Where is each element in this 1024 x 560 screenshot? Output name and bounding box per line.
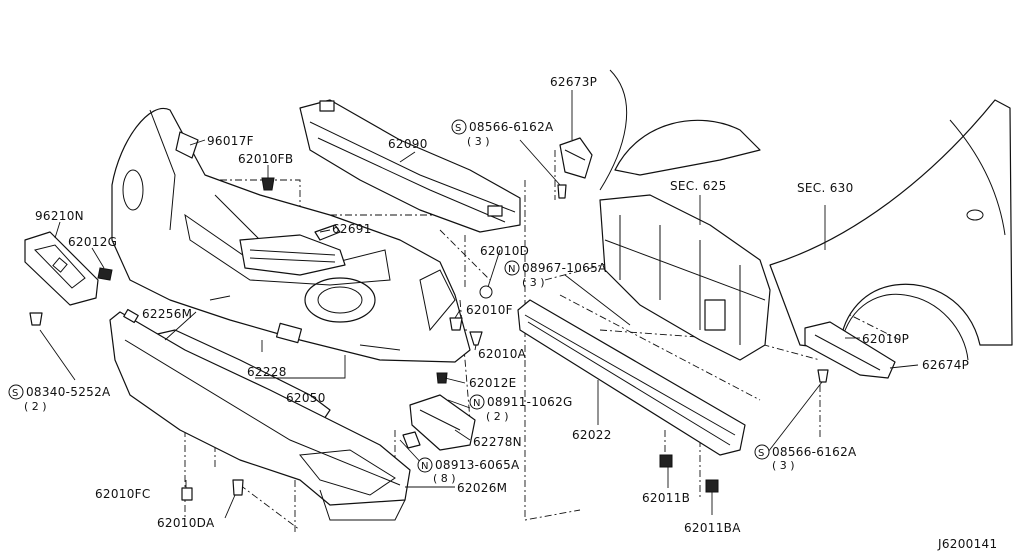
- side-bracket-lower: [804, 321, 896, 379]
- fender: [769, 99, 1013, 361]
- radiator-core-support: [599, 119, 771, 361]
- part-number: 08913-6065A: [435, 458, 520, 472]
- label-96210N: 96210N: [35, 209, 84, 223]
- label-62012G: 62012G: [68, 235, 117, 249]
- label-62010F: 62010F: [466, 303, 513, 317]
- label-62010D: 62010D: [480, 244, 529, 258]
- label-62010FC: 62010FC: [95, 487, 151, 501]
- label-62011B: 62011B: [642, 491, 690, 505]
- fastener-callout-08911: N 08911-1062G ( 2 ): [469, 394, 573, 423]
- label-62011BA: 62011BA: [684, 521, 741, 535]
- quantity: ( 2 ): [24, 400, 47, 413]
- label-62012E: 62012E: [469, 376, 517, 390]
- label-62010DA: 62010DA: [157, 516, 215, 530]
- fasteners-drawn: [29, 177, 829, 501]
- quantity: ( 3 ): [467, 135, 490, 148]
- symbol-n: N: [508, 264, 515, 275]
- leader-lines: [39, 90, 919, 519]
- grille-area: [175, 131, 346, 276]
- side-bracket-upper: [559, 69, 628, 191]
- quantity: ( 2 ): [486, 410, 509, 423]
- fastener-callout-08967: N 08967-1065A ( 3 ): [504, 260, 607, 289]
- label-62278N: 62278N: [473, 435, 522, 449]
- lower-spoiler: [109, 308, 411, 521]
- label-62010A: 62010A: [478, 347, 527, 361]
- fastener-callout-08566-top: S 08566-6162A ( 3 ): [451, 119, 554, 148]
- bumper-reinforcement: [299, 99, 521, 233]
- part-number: 08967-1065A: [522, 261, 607, 275]
- label-62090: 62090: [388, 137, 428, 151]
- license-bracket: [24, 231, 99, 306]
- part-number: 08911-1062G: [487, 395, 573, 409]
- label-62228: 62228: [247, 365, 287, 379]
- label-62673P: 62673P: [550, 75, 597, 89]
- label-62050: 62050: [286, 391, 326, 405]
- quantity: ( 3 ): [772, 459, 795, 472]
- part-number: 08566-6162A: [469, 120, 554, 134]
- fastener-callout-08566-right: S 08566-6162A ( 3 ): [754, 444, 857, 472]
- part-number: 08566-6162A: [772, 445, 857, 459]
- label-96017F: 96017F: [207, 134, 254, 148]
- label-sec-630: SEC. 630: [797, 181, 854, 195]
- fastener-callout-08340: S 08340-5252A ( 2 ): [8, 384, 111, 413]
- label-62010FB: 62010FB: [238, 152, 293, 166]
- fastener-callout-08913: N 08913-6065A ( 8 ): [417, 457, 520, 485]
- symbol-s: S: [758, 448, 764, 459]
- label-62010P: 62010P: [862, 332, 909, 346]
- part-labels: 96017F 62010FB 62090 96210N 62012G 62691…: [35, 75, 969, 535]
- label-62026M: 62026M: [457, 481, 507, 495]
- symbol-n: N: [473, 398, 480, 409]
- label-62691: 62691: [332, 222, 372, 236]
- lower-grille-bar: [517, 299, 746, 456]
- label-62256M: 62256M: [142, 307, 192, 321]
- label-62022: 62022: [572, 428, 612, 442]
- label-62674P: 62674P: [922, 358, 969, 372]
- label-sec-625: SEC. 625: [670, 179, 727, 193]
- symbol-s: S: [455, 123, 461, 134]
- quantity: ( 8 ): [433, 472, 456, 485]
- part-number: 08340-5252A: [26, 385, 111, 399]
- fog-bracket: [402, 394, 476, 451]
- symbol-n: N: [421, 461, 428, 472]
- symbol-s: S: [12, 388, 18, 399]
- drawing-id: J6200141: [937, 537, 997, 551]
- quantity: ( 3 ): [522, 276, 545, 289]
